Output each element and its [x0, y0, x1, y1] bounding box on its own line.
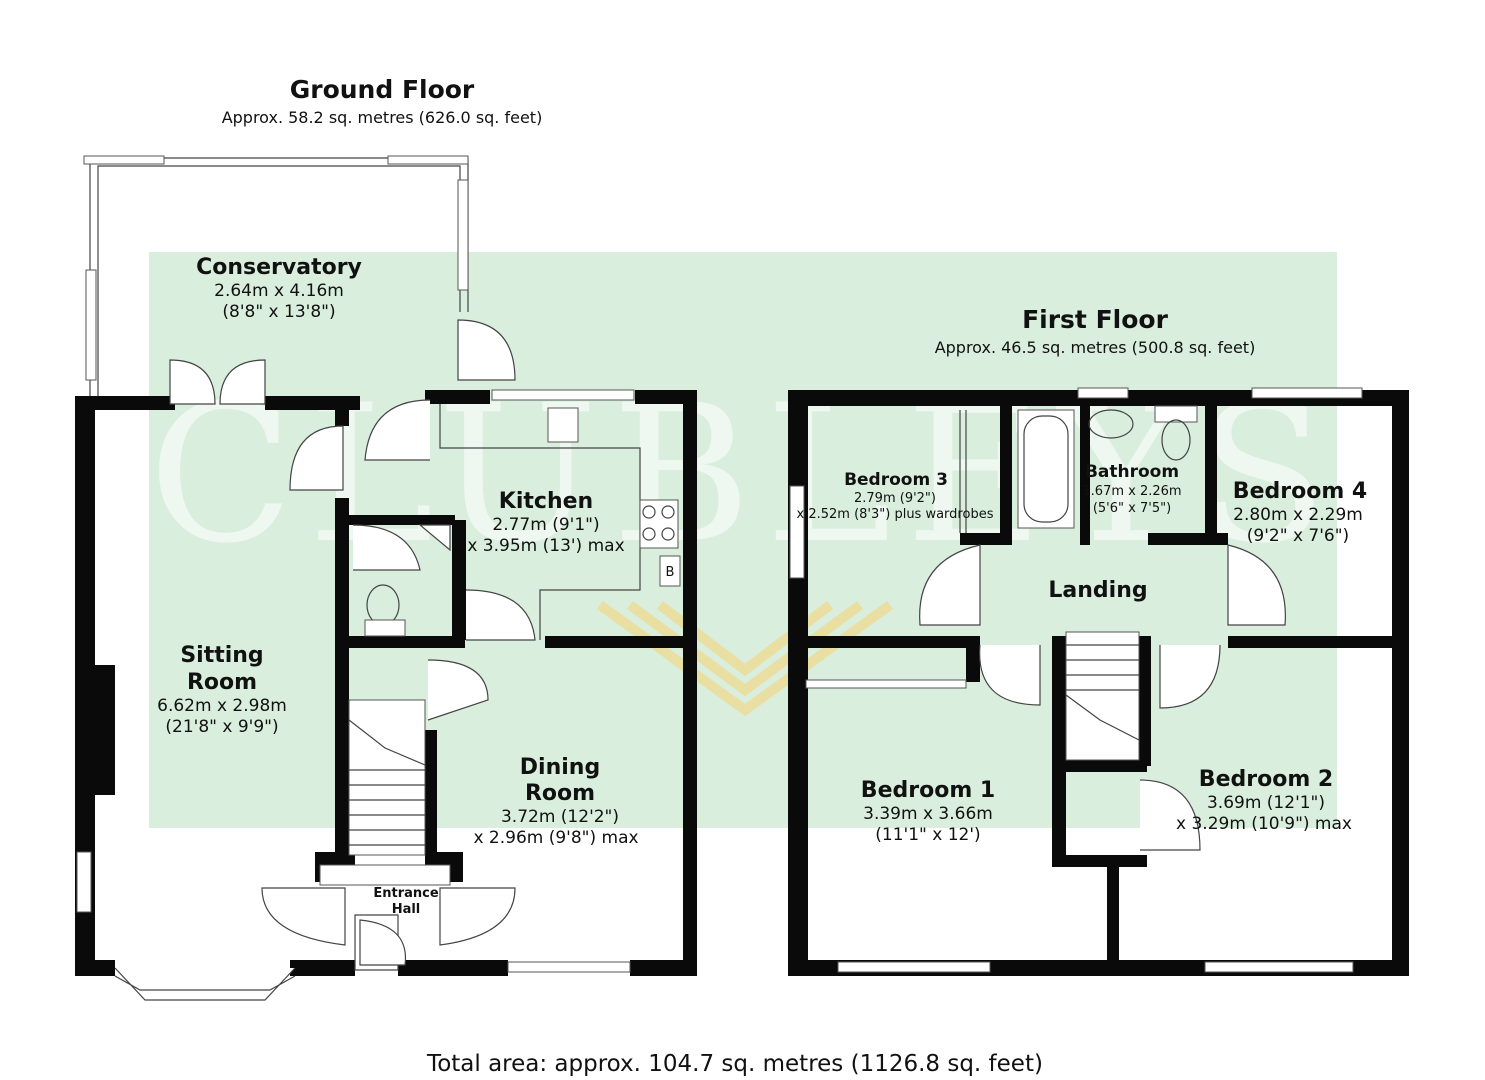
- bedroom1-dim-metric: 3.39m x 3.66m: [863, 804, 993, 824]
- sitting-room-name-line1: Sitting: [180, 643, 263, 668]
- first-floor: [788, 387, 1409, 976]
- bathroom-dim-imperial: (5'6" x 7'5"): [1093, 501, 1171, 516]
- kitchen-dim-imperial: x 3.95m (13') max: [467, 536, 624, 556]
- ground-floor-title: Ground Floor: [290, 75, 475, 104]
- bedroom4-dim-metric: 2.80m x 2.29m: [1233, 505, 1363, 525]
- ground-floor: B: [75, 155, 697, 1001]
- bedroom3-name: Bedroom 3: [844, 470, 948, 490]
- kitchen-dim-metric: 2.77m (9'1"): [492, 515, 599, 535]
- bedroom1-dim-imperial: (11'1" x 12'): [875, 825, 980, 845]
- dining-room-dim-metric: 3.72m (12'2"): [501, 807, 619, 827]
- entrance-hall-name-line1: Entrance: [373, 886, 438, 901]
- bedroom2-dim-imperial: x 3.29m (10'9") max: [1176, 814, 1352, 834]
- dining-room-dim-imperial: x 2.96m (9'8") max: [473, 828, 638, 848]
- ground-floor-area: Approx. 58.2 sq. metres (626.0 sq. feet): [222, 108, 543, 127]
- ground-stairs: [348, 699, 426, 856]
- conservatory-dim-imperial: (8'8" x 13'8"): [222, 302, 335, 322]
- landing-name: Landing: [1048, 578, 1147, 603]
- conservatory-dim-metric: 2.64m x 4.16m: [214, 281, 344, 301]
- bedroom1-name: Bedroom 1: [861, 778, 995, 803]
- entrance-hall-name-line2: Hall: [392, 902, 421, 917]
- dining-room-name-line2: Room: [525, 781, 595, 806]
- conservatory-outline: [83, 155, 516, 396]
- bathroom-dim-metric: 1.67m x 2.26m: [1082, 484, 1181, 499]
- bedroom3-dim-imperial: x 2.52m (8'3") plus wardrobes: [797, 507, 994, 522]
- dining-room-name-line1: Dining: [520, 755, 600, 780]
- sitting-room-dim-metric: 6.62m x 2.98m: [157, 696, 287, 716]
- bedroom4-dim-imperial: (9'2" x 7'6"): [1247, 526, 1349, 546]
- window: [491, 389, 635, 401]
- bedroom2-dim-metric: 3.69m (12'1"): [1207, 793, 1325, 813]
- first-stairs: [1065, 631, 1140, 761]
- kitchen-name: Kitchen: [499, 489, 593, 514]
- bedroom4-name: Bedroom 4: [1233, 479, 1367, 504]
- sitting-room-dim-imperial: (21'8" x 9'9"): [165, 717, 278, 737]
- bedroom3-dim-metric: 2.79m (9'2"): [854, 491, 936, 506]
- conservatory-name: Conservatory: [196, 255, 362, 280]
- total-area: Total area: approx. 104.7 sq. metres (11…: [426, 1051, 1043, 1077]
- sitting-room-name-line2: Room: [187, 670, 257, 695]
- bedroom2-name: Bedroom 2: [1199, 767, 1333, 792]
- first-floor-area: Approx. 46.5 sq. metres (500.8 sq. feet): [935, 338, 1256, 357]
- first-floor-title: First Floor: [1022, 305, 1169, 334]
- boiler-label: B: [666, 565, 675, 580]
- bathroom-name: Bathroom: [1085, 462, 1179, 482]
